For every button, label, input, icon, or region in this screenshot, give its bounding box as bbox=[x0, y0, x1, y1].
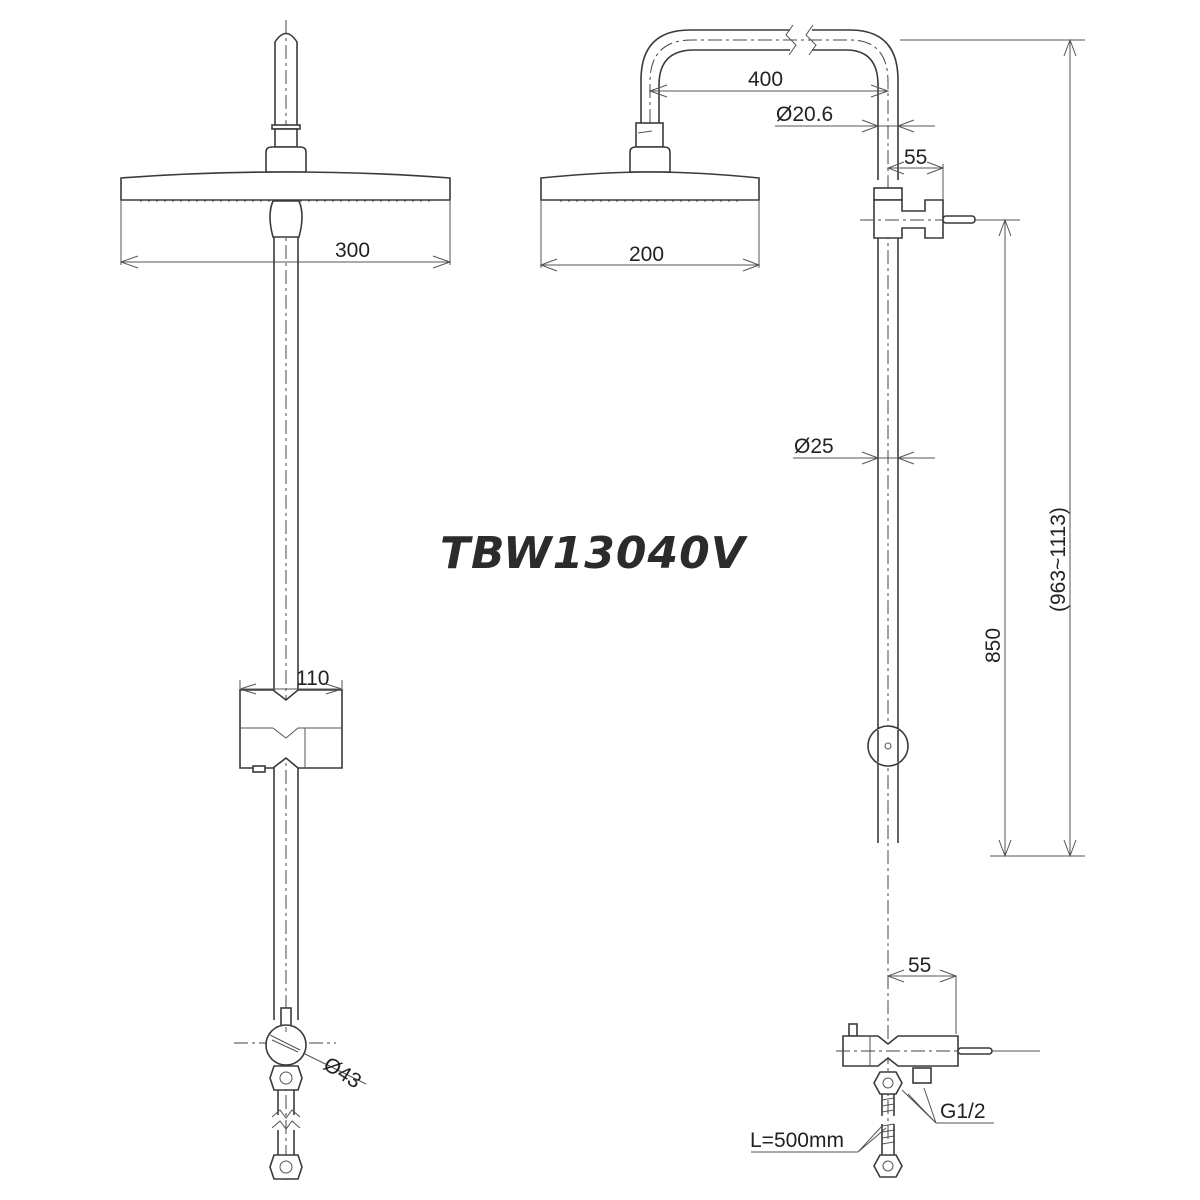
front-holder-width-label: 110 bbox=[296, 667, 329, 690]
model-title: TBW13040V bbox=[440, 528, 746, 579]
side-view: 200 400 Ø20.6 55 Ø25 850 bbox=[539, 24, 1085, 1178]
hose-length-label: L=500mm bbox=[750, 1129, 844, 1152]
side-head-width-label: 200 bbox=[629, 243, 664, 266]
lower-offset-label: 55 bbox=[908, 954, 931, 977]
pipe-diameter-label: Ø25 bbox=[794, 435, 834, 458]
front-head-width-label: 300 bbox=[335, 239, 370, 262]
total-height-label: (963~1113) bbox=[1047, 507, 1070, 612]
bracket-spacing-label: 850 bbox=[982, 628, 1005, 663]
front-view: 300 110 Ø43 bbox=[119, 20, 452, 1180]
front-valve-diameter-label: Ø43 bbox=[319, 1053, 365, 1094]
upper-bracket-offset-label: 55 bbox=[904, 146, 927, 169]
inlet-thread-label: G1/2 bbox=[940, 1100, 986, 1123]
arm-reach-label: 400 bbox=[748, 68, 783, 91]
arm-diameter-label: Ø20.6 bbox=[776, 103, 833, 126]
